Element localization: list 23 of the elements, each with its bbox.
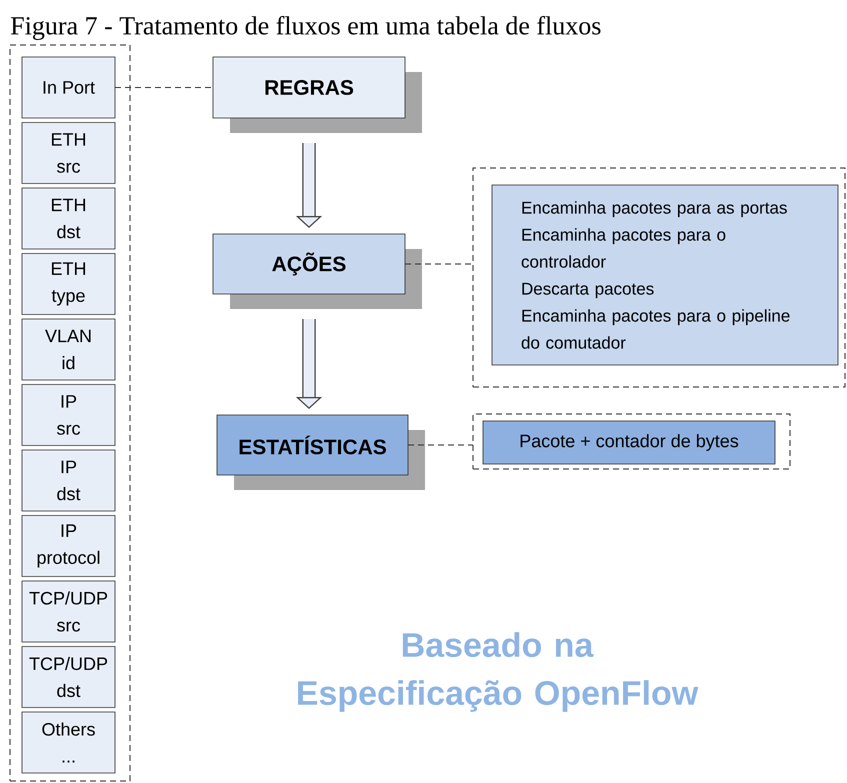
stage-box: AÇÕES [212, 234, 422, 309]
stage-box: ESTATÍSTICAS [216, 414, 425, 490]
figure-title: Figura 7 - Tratamento de fluxos em uma tabela de fluxos [10, 16, 600, 40]
watermark-text: Baseado na Especificação OpenFlow [298, 632, 698, 712]
field-box: IP dst [22, 450, 116, 512]
counter-box: Pacote + contador de bytes [482, 420, 776, 464]
dashed-frame [472, 168, 846, 388]
field-box: ETH type [22, 253, 116, 315]
field-box: TCP/UDP dst [22, 646, 116, 708]
dashed-frame [10, 44, 130, 782]
field-box: In Port [22, 56, 116, 118]
field-box: TCP/UDP src [22, 580, 116, 642]
dashed-frame [472, 414, 790, 470]
field-box: IP src [22, 384, 116, 446]
connector-line [114, 87, 214, 88]
field-box: VLAN id [22, 318, 116, 380]
field-box: ETH src [22, 122, 116, 184]
connector-line [408, 444, 474, 446]
field-box: Others ... [22, 712, 116, 774]
stage-box: REGRAS [212, 56, 422, 133]
action-list-box: Encaminha pacotes para as portas Encaminha pacotes para o controlador Descarta pacotes Encaminha pacotes para o pipeline do comutador [492, 184, 838, 366]
field-box: ETH dst [22, 188, 116, 250]
field-box: IP protocol [22, 515, 116, 577]
